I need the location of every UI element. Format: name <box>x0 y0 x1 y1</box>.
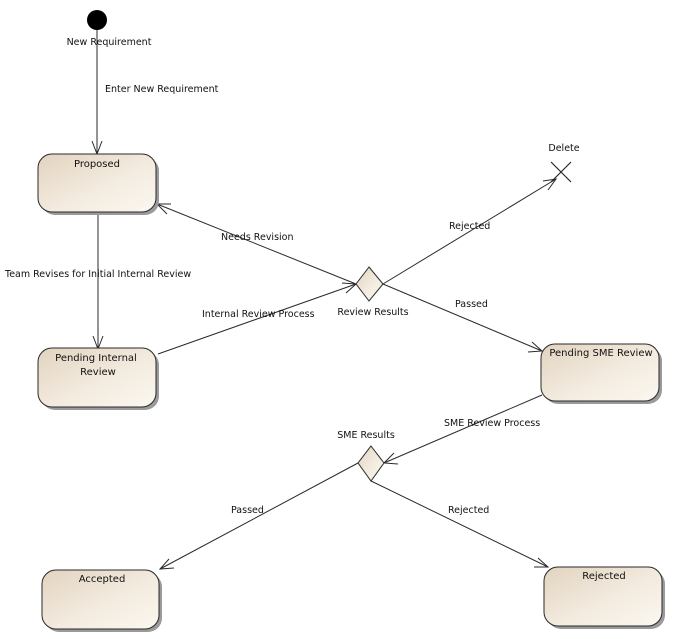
label-team-revises: Team Revises for Initial Internal Review <box>4 269 191 280</box>
delete-terminate-node[interactable] <box>550 161 572 183</box>
initial-node-label: New Requirement <box>67 37 152 48</box>
arrowhead-sme-passed <box>158 558 175 570</box>
state-pending-sme-label: Pending SME Review <box>549 348 652 359</box>
edges <box>91 30 558 570</box>
edge-sme-review-process <box>383 394 543 464</box>
edge-internal-review-process <box>157 283 357 355</box>
delete-node-label: Delete <box>548 143 579 154</box>
edge-needs-revision <box>156 203 357 285</box>
decision-review-results-label: Review Results <box>337 307 408 318</box>
state-accepted-label: Accepted <box>79 574 126 585</box>
state-proposed[interactable]: Proposed <box>37 153 159 215</box>
edge-sme-passed <box>159 462 359 570</box>
arrowhead-review-rejected <box>542 178 558 191</box>
state-pending-sme-review[interactable]: Pending SME Review <box>540 343 662 404</box>
arrowhead-review-passed <box>527 341 544 353</box>
label-internal-review-process: Internal Review Process <box>202 309 315 320</box>
arrowhead-sme-rejected <box>534 557 550 568</box>
label-review-passed: Passed <box>455 299 488 310</box>
edge-sme-rejected <box>370 480 549 568</box>
edge-review-passed <box>382 283 543 352</box>
state-proposed-label: Proposed <box>74 159 120 170</box>
state-rejected[interactable]: Rejected <box>543 566 665 629</box>
state-accepted[interactable]: Accepted <box>41 569 162 632</box>
decision-sme-results-label: SME Results <box>337 430 395 441</box>
label-sme-rejected: Rejected <box>448 505 489 516</box>
label-sme-review-process: SME Review Process <box>444 418 540 429</box>
label-sme-passed: Passed <box>231 505 264 516</box>
decision-sme-results[interactable] <box>357 445 385 482</box>
state-pending-internal-label-line1: Pending Internal <box>55 353 137 364</box>
edge-review-rejected <box>382 178 557 285</box>
label-review-rejected: Rejected <box>449 221 490 232</box>
initial-node[interactable] <box>87 10 107 30</box>
label-enter-new-requirement: Enter New Requirement <box>105 84 219 95</box>
decision-review-results[interactable] <box>355 266 384 302</box>
state-pending-internal-label-line2: Review <box>80 367 116 378</box>
state-pending-internal-review[interactable]: Pending Internal Review <box>37 347 159 410</box>
label-needs-revision: Needs Revision <box>221 232 294 243</box>
state-rejected-label: Rejected <box>582 571 626 582</box>
